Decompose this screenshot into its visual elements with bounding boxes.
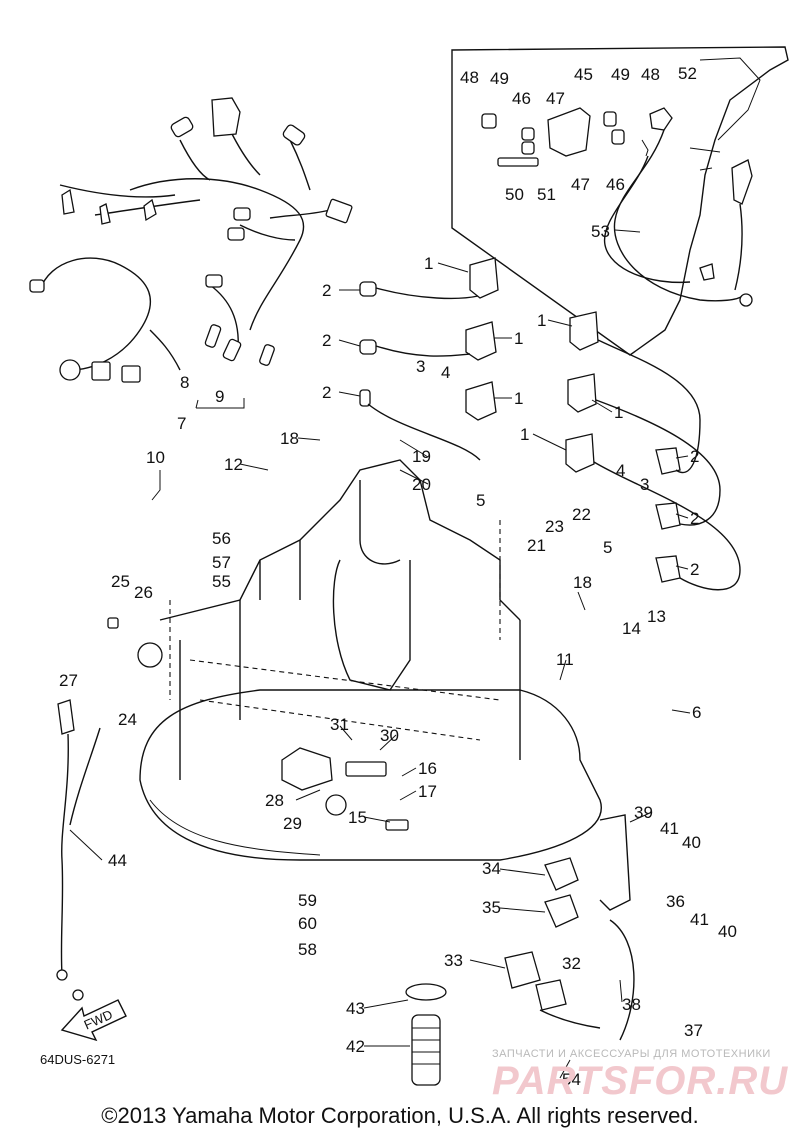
- callout-2: 2: [322, 383, 331, 402]
- callout-12: 12: [224, 455, 243, 474]
- watermark-tagline: ЗАПЧАСТИ И АКСЕССУАРЫ ДЛЯ МОТОТЕХНИКИ: [492, 1048, 771, 1060]
- callout-1: 1: [514, 389, 523, 408]
- callout-2: 2: [322, 331, 331, 350]
- callout-4: 4: [441, 363, 450, 382]
- callout-2: 2: [690, 560, 699, 579]
- callout-1: 1: [520, 425, 529, 444]
- callout-13: 13: [647, 607, 666, 626]
- callout-31: 31: [330, 715, 349, 734]
- callout-41: 41: [660, 819, 679, 838]
- callout-57: 57: [212, 553, 231, 572]
- callout-1: 1: [614, 403, 623, 422]
- callout-49: 49: [611, 65, 630, 84]
- battery-terminal-assembly: [481, 107, 753, 307]
- callout-40: 40: [682, 833, 701, 852]
- callout-1: 1: [424, 254, 433, 273]
- callout-26: 26: [134, 583, 153, 602]
- callout-36: 36: [666, 892, 685, 911]
- callout-50: 50: [505, 185, 524, 204]
- callout-32: 32: [562, 954, 581, 973]
- callout-48: 48: [460, 68, 479, 87]
- watermark: ЗАПЧАСТИ И АКСЕССУАРЫ ДЛЯ МОТОТЕХНИКИ PA…: [492, 1048, 788, 1103]
- callout-53: 53: [591, 222, 610, 241]
- callout-48: 48: [641, 65, 660, 84]
- callout-37: 37: [684, 1021, 703, 1040]
- copyright-notice: ©2013 Yamaha Motor Corporation, U.S.A. A…: [101, 1103, 699, 1128]
- callout-25: 25: [111, 572, 130, 591]
- callout-20: 20: [412, 475, 431, 494]
- callout-33: 33: [444, 951, 463, 970]
- callout-43: 43: [346, 999, 365, 1018]
- callout-5: 5: [476, 491, 485, 510]
- spark-plug-caps: [465, 257, 599, 473]
- callout-55: 55: [212, 572, 231, 591]
- callout-18: 18: [573, 573, 592, 592]
- callout-10: 10: [146, 448, 165, 467]
- callout-54: 54: [562, 1070, 581, 1089]
- callout-23: 23: [545, 517, 564, 536]
- callout-11: 11: [556, 650, 574, 669]
- callout-52: 52: [678, 64, 697, 83]
- callout-18: 18: [280, 429, 299, 448]
- callout-45: 45: [574, 65, 593, 84]
- callout-16: 16: [418, 759, 437, 778]
- callout-30: 30: [380, 726, 399, 745]
- callout-56: 56: [212, 529, 231, 548]
- callout-34: 34: [482, 859, 501, 878]
- callout-labels: 1 1 1 1 1 1 2 2 2 2 2 2 3 3 4 4 5 5 6 7 …: [59, 64, 737, 1089]
- callout-5: 5: [603, 538, 612, 557]
- ignition-leads: [367, 287, 741, 591]
- callout-47: 47: [546, 89, 565, 108]
- callout-4: 4: [616, 461, 625, 480]
- callout-29: 29: [283, 814, 302, 833]
- callout-28: 28: [265, 791, 284, 810]
- callout-35: 35: [482, 898, 501, 917]
- callout-46: 46: [512, 89, 531, 108]
- callout-3: 3: [640, 475, 649, 494]
- spark-plugs: [359, 281, 681, 583]
- callout-14: 14: [622, 619, 641, 638]
- inset-box: [451, 46, 789, 356]
- callout-49: 49: [490, 69, 509, 88]
- callout-9: 9: [215, 387, 224, 406]
- callout-42: 42: [346, 1037, 365, 1056]
- callout-59: 59: [298, 891, 317, 910]
- callout-41: 41: [690, 910, 709, 929]
- callout-46: 46: [606, 175, 625, 194]
- callout-58: 58: [298, 940, 317, 959]
- callout-27: 27: [59, 671, 78, 690]
- connector-set-7: [195, 324, 275, 409]
- callout-60: 60: [298, 914, 317, 933]
- callout-39: 39: [634, 803, 653, 822]
- callout-47: 47: [571, 175, 590, 194]
- diagram-code: 64DUS-6271: [40, 1052, 115, 1067]
- callout-3: 3: [416, 357, 425, 376]
- callout-24: 24: [118, 710, 137, 729]
- callout-44: 44: [108, 851, 127, 870]
- callout-15: 15: [348, 808, 367, 827]
- callout-2: 2: [690, 447, 699, 466]
- callout-21: 21: [527, 536, 546, 555]
- callout-40: 40: [718, 922, 737, 941]
- leader-lines: [69, 229, 691, 1079]
- watermark-brand: PARTSFOR.RU: [492, 1059, 788, 1103]
- callout-51: 51: [537, 185, 556, 204]
- wire-harness: [29, 97, 353, 383]
- callout-6: 6: [692, 703, 701, 722]
- callout-22: 22: [572, 505, 591, 524]
- bottom-cowling: [139, 689, 602, 861]
- callout-2: 2: [322, 281, 331, 300]
- callout-2: 2: [690, 509, 699, 528]
- ignition-components: [56, 617, 635, 1086]
- callout-1: 1: [514, 329, 523, 348]
- callout-8: 8: [180, 373, 189, 392]
- callout-7: 7: [177, 414, 186, 433]
- callout-38: 38: [622, 995, 641, 1014]
- callout-1: 1: [537, 311, 546, 330]
- fwd-arrow: FWD: [60, 999, 127, 1042]
- callout-17: 17: [418, 782, 437, 801]
- callout-19: 19: [412, 447, 431, 466]
